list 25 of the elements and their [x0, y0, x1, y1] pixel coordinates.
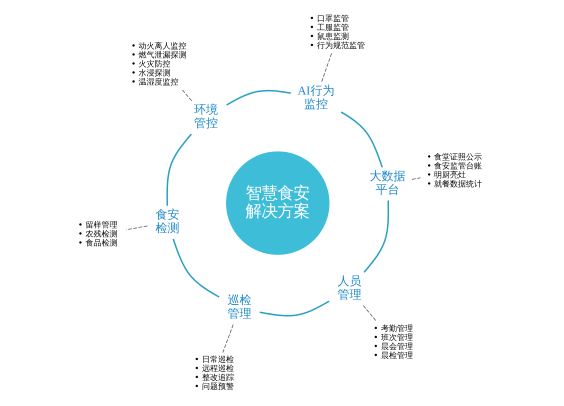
connector [126, 226, 148, 230]
node-text: 环境管控 [194, 102, 218, 130]
connector [260, 300, 330, 316]
connector [172, 238, 220, 298]
node-text: 巡检管理 [227, 293, 252, 321]
node-text: • 口罩监管 • 工服监管 • 鼠患监测 • 行为规范监管 [310, 12, 366, 50]
node-text: • 考勤管理 • 班次管理 • 晨会管理 • 晨检管理 [373, 322, 413, 360]
node-text: • 食堂证照公示 • 食安监管台账 • 明厨亮灶 • 就餐数据统计 [426, 152, 482, 189]
node-text: 食安检测 [156, 208, 180, 236]
connector [321, 53, 332, 82]
connector [364, 200, 390, 273]
node-text: 人员管理 [337, 274, 362, 302]
node-text: • 动火离人监控 • 燃气泄漏探测 • 火灾防控 • 水浸探测 • 温湿度监控 [131, 40, 187, 86]
node-text: 大数据平台 [370, 168, 406, 196]
connector [166, 134, 192, 206]
node-text: AI行为监控 [298, 83, 334, 111]
connector [226, 90, 291, 106]
connector [412, 177, 421, 180]
node-text: • 日常巡检 • 远程巡检 • 整改追踪 • 问题预警 [194, 354, 234, 392]
node-text: • 留样管理 • 农残检测 • 食品检测 [78, 220, 118, 248]
node-circle: 智慧食安解决方案 [226, 151, 330, 255]
connector [222, 324, 234, 353]
connector [182, 90, 192, 102]
connector [340, 111, 383, 168]
connector [362, 305, 377, 322]
